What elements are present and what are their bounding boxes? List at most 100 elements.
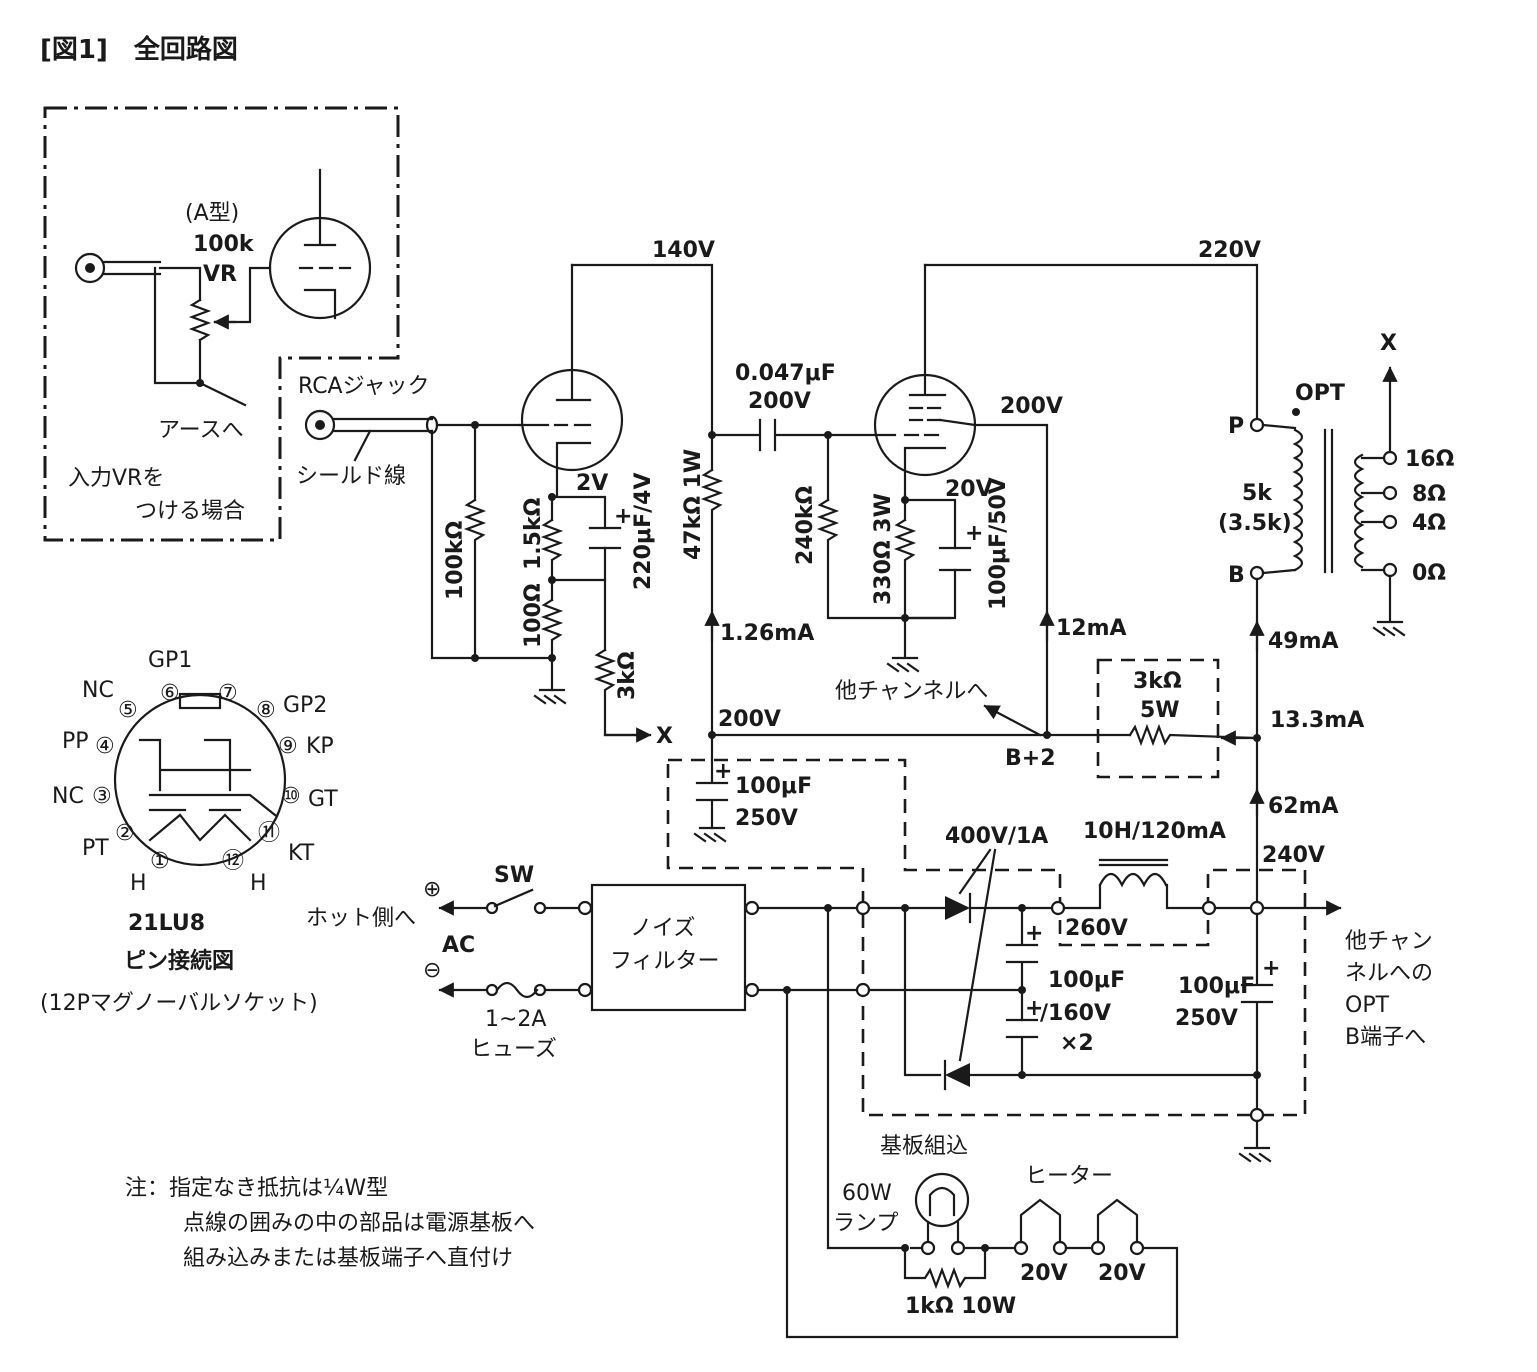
other-ch-line2: ネルへの — [1345, 961, 1433, 986]
stage2-cathode-voltage: 20V — [945, 477, 993, 502]
stage1-plate-voltage: 140V — [652, 238, 715, 263]
rect-voltage: 260V — [1065, 916, 1128, 941]
svg-text:+: + — [1262, 956, 1280, 981]
svg-text:+: + — [614, 504, 632, 529]
stage1-cathode-resistor: 1.5kΩ — [521, 497, 546, 570]
ac-label: AC — [442, 933, 475, 958]
diode-label: 400V/1A — [945, 824, 1048, 849]
svg-text:+: + — [1025, 996, 1043, 1021]
heater-voltage-2: 20V — [1098, 1261, 1146, 1286]
pin-11: ⑪ — [258, 821, 280, 846]
note-line1: 注：指定なき抵抗は¼W型 — [125, 1176, 388, 1201]
figure-title: [図1] 全回路図 — [40, 34, 238, 65]
rca-input: RCAジャック シールド線 100kΩ — [296, 374, 522, 662]
tap-8: 8Ω — [1412, 482, 1446, 507]
pin-label-nc-5: NC — [82, 678, 114, 703]
vr-label: VR — [203, 262, 237, 287]
notes: 注：指定なき抵抗は¼W型 点線の囲みの中の部品は電源基板へ 組み込みまたは基板端… — [125, 1176, 535, 1271]
decoupling-cap-value: 100μF — [735, 774, 812, 799]
b-plus-2-label: B+2 — [1005, 746, 1056, 771]
grid-resistor-label: 100kΩ — [443, 520, 468, 600]
decoupling: B+2 3kΩ 5W 13.3mA 62mA + 100μF 250V — [693, 658, 1364, 843]
smooth-cap-voltage: 250V — [1175, 1006, 1238, 1031]
primary-b-label: B — [1228, 563, 1245, 588]
vr-note-line2: つける場合 — [135, 499, 245, 524]
filter-line2: フィルター — [610, 949, 720, 974]
opt-plate-current: 49mA — [1268, 629, 1339, 654]
decoupling-resistor-power: 5W — [1140, 698, 1180, 723]
decoupling-cap-voltage: 250V — [735, 806, 798, 831]
opt-impedance-alt: (3.5k) — [1218, 511, 1292, 536]
hot-side-label: ホット側へ — [306, 906, 416, 931]
pin-7: ⑦ — [218, 681, 238, 706]
other-channel-label: 他チャンネルへ — [835, 679, 988, 704]
filter-line1: ノイズ — [630, 916, 695, 941]
pin-6: ⑥ — [160, 681, 180, 706]
pin-label-gt: GT — [308, 787, 338, 812]
coupling-grid-resistor: 240kΩ — [793, 485, 818, 565]
stage1-current: 1.26mA — [720, 621, 814, 646]
minus-symbol: ⊖ — [423, 958, 441, 983]
plus-symbol: ⊕ — [423, 877, 441, 902]
heater-voltage-1: 20V — [1020, 1261, 1068, 1286]
doubler-cap-1: 100μF — [1048, 968, 1125, 993]
pin-label-gp2: GP2 — [283, 693, 327, 718]
stage1-tube: 140V + 2V 1.5kΩ 100Ω 220μF/4V 3kΩ X 47kΩ… — [473, 238, 814, 749]
pin-label-kt: KT — [288, 841, 315, 866]
vr-note-line1: 入力VRを — [68, 466, 164, 491]
pin-9: ⑨ — [278, 734, 298, 759]
other-ch-line4: B端子へ — [1345, 1025, 1426, 1050]
pin-label-h1: H — [130, 871, 147, 896]
vr-type-label: (A型) — [185, 201, 239, 226]
heater-resistor: 1kΩ 10W — [905, 1294, 1016, 1319]
doubler-cap-2: /160V — [1040, 1001, 1111, 1026]
stage1-feedback-resistor: 100Ω — [521, 583, 546, 648]
stage1-load-resistor: 47kΩ 1W — [681, 449, 706, 560]
pin-label-gp1: GP1 — [148, 648, 192, 673]
pin-label-pt: PT — [82, 836, 109, 861]
pinout-caption: ピン接続図 — [124, 948, 234, 974]
other-ch-line1: 他チャン — [1345, 929, 1433, 954]
pin-label-kp: KP — [306, 734, 334, 759]
svg-text:+: + — [714, 759, 732, 784]
coupling-network: 0.047μF 200V 240kΩ — [710, 361, 952, 620]
socket-label: (12Pマグノーバルソケット) — [40, 991, 318, 1016]
lamp-icon — [914, 1172, 970, 1228]
pin-8: ⑧ — [256, 698, 276, 723]
pin-label-pp: PP — [62, 729, 89, 754]
opt-label: OPT — [1295, 381, 1345, 406]
noise-filter-box — [590, 883, 747, 1012]
pin-5: ⑤ — [118, 698, 138, 723]
choke-label: 10H/120mA — [1083, 819, 1226, 844]
input-vr-box: (A型) 100k VR アースへ 入力VRを つける場合 — [43, 106, 400, 542]
stage2-screen-voltage: 200V — [1000, 394, 1063, 419]
stage1-bypass-cap: 220μF/4V — [631, 472, 656, 590]
pin-label-nc-3: NC — [52, 784, 84, 809]
tube-name: 21LU8 — [128, 911, 205, 936]
stage2-plate-voltage: 220V — [1198, 238, 1261, 263]
doubler-cap-3: ×2 — [1060, 1031, 1094, 1056]
power-supply: ⊕ ⊖ AC ホット側へ SW 1~2A ヒューズ ノイズ フィルター — [306, 758, 1433, 1163]
stage2-tube: 220V 200V + 20V 330Ω 3W 100μF/50V 12mA 他… — [835, 238, 1261, 737]
tap-16: 16Ω — [1405, 447, 1455, 472]
nfb-x-label: X — [656, 724, 673, 749]
decoupling-resistor-value: 3kΩ — [1133, 669, 1182, 694]
note-line2: 点線の囲みの中の部品は電源基板へ — [183, 1211, 535, 1236]
fuse-value: 1~2A — [485, 1007, 546, 1032]
heater-circuit: 基板組込 60W ランプ 1kΩ 10W ヒーター 20V 20V — [785, 906, 1179, 1339]
rca-jack-label: RCAジャック — [298, 374, 430, 399]
stage2-bypass-cap: 100μF/50V — [986, 477, 1011, 610]
vr-value-label: 100k — [193, 232, 255, 257]
pin-2: ② — [115, 821, 135, 846]
opt-impedance: 5k — [1242, 481, 1273, 506]
fuse-label: ヒューズ — [470, 1037, 557, 1062]
lamp-label: ランプ — [833, 1211, 898, 1236]
stage2-screen-current: 12mA — [1056, 616, 1127, 641]
primary-p-label: P — [1228, 414, 1244, 439]
stage1-nfb-resistor: 3kΩ — [615, 651, 640, 700]
coupling-cap-value: 0.047μF — [735, 361, 836, 386]
svg-text:+: + — [1025, 921, 1043, 946]
tube-pinout: ⑥ ⑦ ⑤ ⑧ ④ ⑨ ③ ⑩ ② ⑪ ① ⑫ GP1 NC GP2 PP KP… — [40, 648, 338, 1016]
pin-12: ⑫ — [222, 849, 244, 874]
